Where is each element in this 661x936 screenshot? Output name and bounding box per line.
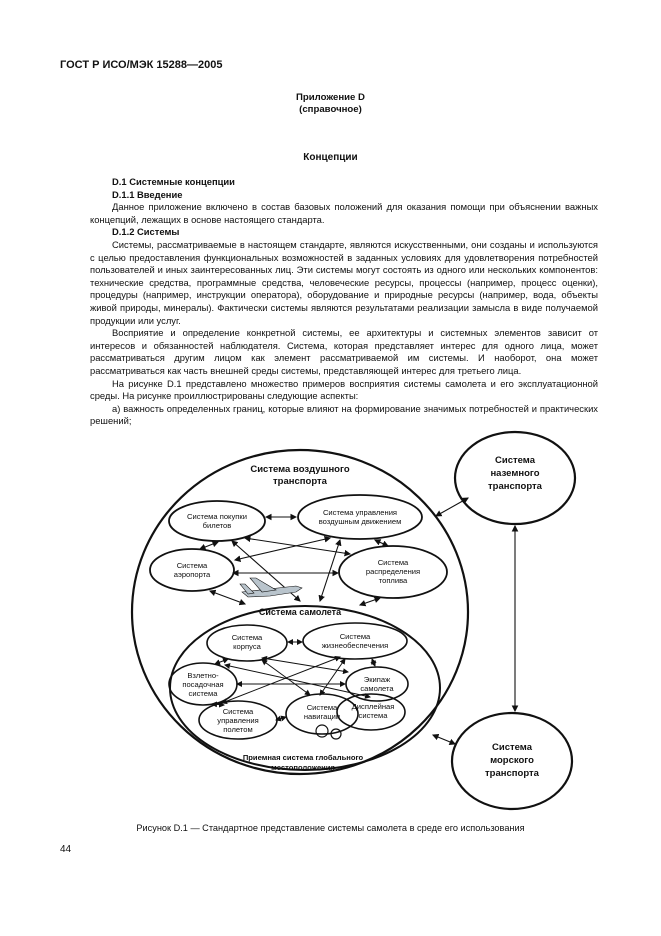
appendix-subtitle: (справочное) [299,104,362,115]
svg-text:Система самолета: Система самолета [259,607,342,617]
airport-label-1: Система [177,561,208,570]
heading-d12: D.1.2 Системы [112,226,180,238]
crew-label-2: самолета [360,684,394,693]
figure-caption: Рисунок D.1 — Стандартное представление … [136,823,525,833]
hull-label-1: Система [232,633,263,642]
fuel-label-3: топлива [379,576,408,585]
life-label-1: Система [340,632,371,641]
sea-label-3: транспорта [485,768,540,779]
svg-text:Дисплейная: Дисплейная [352,702,395,711]
life-label-2: жизнеобеспечения [322,641,389,650]
atc-label-1: Система управления [323,508,397,517]
svg-text:Экипаж: Экипаж [364,675,391,684]
svg-text:корпуса: корпуса [233,642,261,651]
svg-text:Система управления: Система управления [323,508,397,517]
ground-label-1: Система [495,455,536,466]
sea-label-1: Система [492,742,533,753]
svg-text:система: система [189,689,219,698]
pilot-label-1: Система [223,707,254,716]
ground-label-2: наземного [490,468,539,479]
svg-text:топлива: топлива [379,576,408,585]
pilot-label-2: управления [217,716,258,725]
svg-text:Система: Система [223,707,254,716]
display-label-2: система [359,711,389,720]
tickets-label-2: билетов [203,521,232,530]
svg-text:аэропорта: аэропорта [174,570,211,579]
svg-text:жизнеобеспечения: жизнеобеспечения [322,641,389,650]
nav-label-1: Система [307,703,338,712]
svg-text:морского: морского [490,755,534,766]
outer-label-1: Система воздушного [250,464,349,475]
svg-text:Приемная система глобального: Приемная система глобального [243,753,364,762]
svg-text:Система: Система [177,561,208,570]
nav-label-2: навигации [304,712,340,721]
svg-text:система: система [359,711,389,720]
svg-text:полетом: полетом [223,725,252,734]
svg-text:местоположения: местоположения [271,763,335,772]
svg-text:Система покупки: Система покупки [187,512,247,521]
hull-label-2: корпуса [233,642,261,651]
heading-d1: D.1 Системные концепции [112,176,235,187]
svg-text:навигации: навигации [304,712,340,721]
air-transport-ellipse [130,448,470,776]
document-header: ГОСТ Р ИСО/МЭК 15288—2005 [60,59,223,71]
paragraph-item-a: а) важность определенных границ, которые… [90,402,598,427]
display-label-1: Дисплейная [352,702,395,711]
svg-text:Система: Система [340,632,371,641]
airplane-icon [239,577,303,598]
appendix-title: Приложение D [296,92,365,103]
fuel-label-1: Система [378,558,409,567]
svg-text:транспорта: транспорта [488,481,543,492]
svg-text:Взлетно-: Взлетно- [187,671,219,680]
atc-label-2: воздушным движением [319,517,402,526]
svg-text:наземного: наземного [490,468,539,479]
svg-text:билетов: билетов [203,521,232,530]
paragraph-figure-ref: На рисунке D.1 представлено множество пр… [90,377,598,402]
life-ellipse [302,622,408,660]
atc-ellipse [297,494,423,540]
landing-label-3: система [189,689,219,698]
svg-text:Система: Система [232,633,263,642]
ground-transport-ellipse [453,430,577,526]
landing-label-2: посадочная [182,680,223,689]
paragraph-intro: Данное приложение включено в состав базо… [90,201,598,225]
aircraft-label: Система самолета [259,607,342,617]
tickets-label-1: Система покупки [187,512,247,521]
gps-label-2: местоположения [271,763,335,772]
svg-text:воздушным движением: воздушным движением [319,517,402,526]
svg-text:самолета: самолета [360,684,394,693]
svg-text:Система: Система [378,558,409,567]
display-ellipse [336,693,406,731]
svg-text:Система: Система [495,455,536,466]
section-title: Концепции [303,152,358,163]
pilot-label-3: полетом [223,725,252,734]
ground-label-3: транспорта [488,481,543,492]
svg-text:Система воздушного: Система воздушного [250,464,349,475]
heading-d11: D.1.1 Введение [112,188,183,200]
sea-transport-ellipse [450,711,574,811]
svg-text:распределения: распределения [366,567,420,576]
svg-text:Система: Система [307,703,338,712]
svg-text:управления: управления [217,716,258,725]
paragraph-systems: Системы, рассматриваемые в настоящем ста… [90,238,598,326]
fuel-label-2: распределения [366,567,420,576]
svg-text:транспорта: транспорта [485,768,540,779]
svg-text:посадочная: посадочная [182,680,223,689]
airport-label-2: аэропорта [174,570,211,579]
svg-text:транспорта: транспорта [273,476,328,487]
gps-label-1: Приемная система глобального [243,753,364,762]
page-number: 44 [60,844,72,855]
paragraph-perception: Восприятие и определение конкретной сист… [90,327,598,376]
outer-label-2: транспорта [273,476,328,487]
crew-label-1: Экипаж [364,675,391,684]
sea-label-2: морского [490,755,534,766]
body-text: D.1 Системные концепции D.1.1 Введение Д… [90,176,598,428]
landing-label-1: Взлетно- [187,671,219,680]
svg-text:Система: Система [492,742,533,753]
